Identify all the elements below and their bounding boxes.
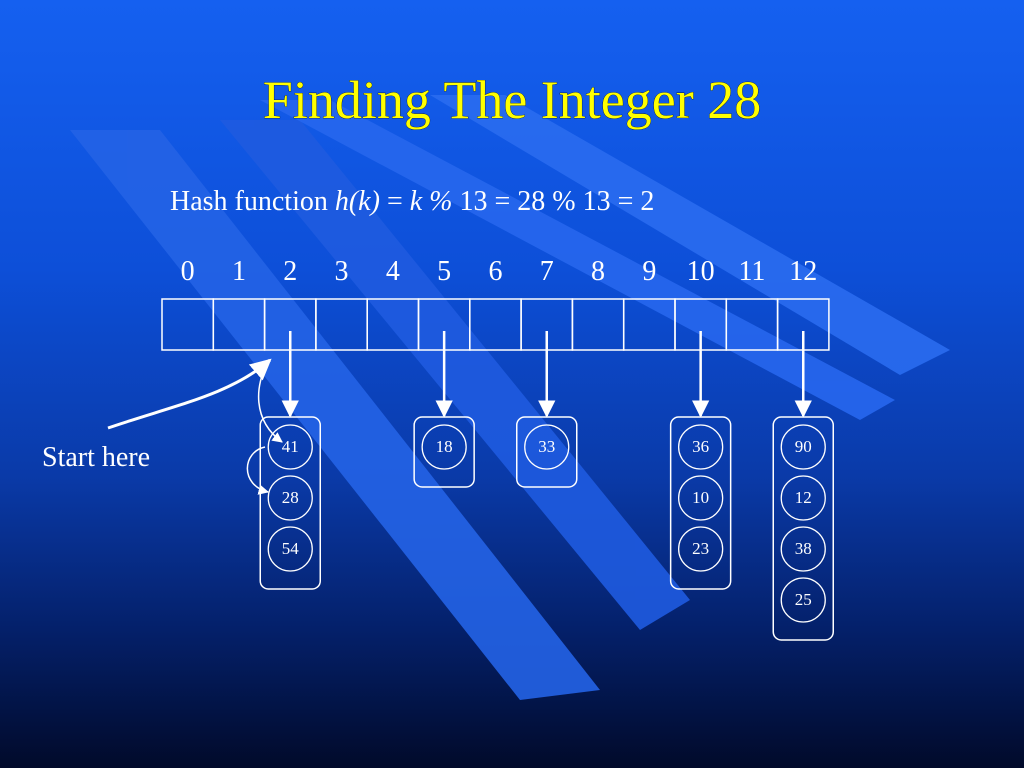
hash-pct: % <box>422 186 453 217</box>
chain-box-7 <box>516 416 578 488</box>
chain-box-12 <box>772 416 834 641</box>
index-label-7: 7 <box>540 256 554 287</box>
chain-node-12 <box>780 475 826 521</box>
index-label-3: 3 <box>335 256 349 287</box>
search-arrow-1 <box>257 361 283 443</box>
chain-value-25: 25 <box>795 590 812 609</box>
chain-node-41 <box>267 424 313 470</box>
index-label-6: 6 <box>488 256 502 287</box>
chain-node-90 <box>780 424 826 470</box>
search-arrow-2 <box>246 446 270 495</box>
chain-box-5 <box>413 416 475 488</box>
hash-rest: 13 = 28 % 13 = 2 <box>452 186 655 217</box>
chain-box-2 <box>259 416 321 590</box>
hash-prefix: Hash function <box>170 186 335 217</box>
chain-value-23: 23 <box>692 539 709 558</box>
chain-node-33 <box>524 424 570 470</box>
chain-value-10: 10 <box>692 488 709 507</box>
chain-value-28: 28 <box>282 488 299 507</box>
chain-value-38: 38 <box>795 539 812 558</box>
chain-box-10 <box>669 416 732 590</box>
chain-value-54: 54 <box>282 539 300 558</box>
start-here-arrow <box>107 358 272 430</box>
start-here-label: Start here <box>42 442 151 473</box>
table-cell-0 <box>161 298 215 351</box>
chain-node-54 <box>267 526 313 572</box>
bucket-chains: 41 28 54 18 33 36 10 23 90 12 38 25 <box>259 331 834 641</box>
chain-node-36 <box>678 424 724 470</box>
index-label-12: 12 <box>789 256 817 287</box>
index-label-1: 1 <box>232 256 246 287</box>
background-stripes <box>70 95 950 700</box>
slide-title: Finding The Integer 28 <box>263 70 761 130</box>
hash-fn: h(k) <box>334 186 380 217</box>
index-label-10: 10 <box>687 256 715 287</box>
chain-node-10 <box>678 475 724 521</box>
index-label-0: 0 <box>181 256 195 287</box>
chain-value-41: 41 <box>282 437 299 456</box>
chain-value-33: 33 <box>538 437 555 456</box>
index-label-8: 8 <box>591 256 605 287</box>
hash-eq: = <box>379 186 410 217</box>
chain-value-36: 36 <box>692 437 709 456</box>
chain-node-23 <box>678 526 724 572</box>
chain-value-12: 12 <box>795 488 812 507</box>
chain-node-28 <box>267 475 313 521</box>
chain-value-18: 18 <box>436 437 453 456</box>
index-label-9: 9 <box>642 256 656 287</box>
index-label-2: 2 <box>283 256 297 287</box>
index-label-11: 11 <box>738 256 765 287</box>
index-label-4: 4 <box>386 256 400 287</box>
chain-node-18 <box>421 424 467 470</box>
chain-node-38 <box>780 526 826 572</box>
table-cell-8 <box>571 298 625 351</box>
chain-value-90: 90 <box>795 437 812 456</box>
hash-function-text: Hash function h(k) = k % 13 = 28 % 13 = … <box>170 186 654 218</box>
chain-node-25 <box>780 577 826 623</box>
index-label-5: 5 <box>437 256 451 287</box>
hash-k: k <box>409 186 423 217</box>
